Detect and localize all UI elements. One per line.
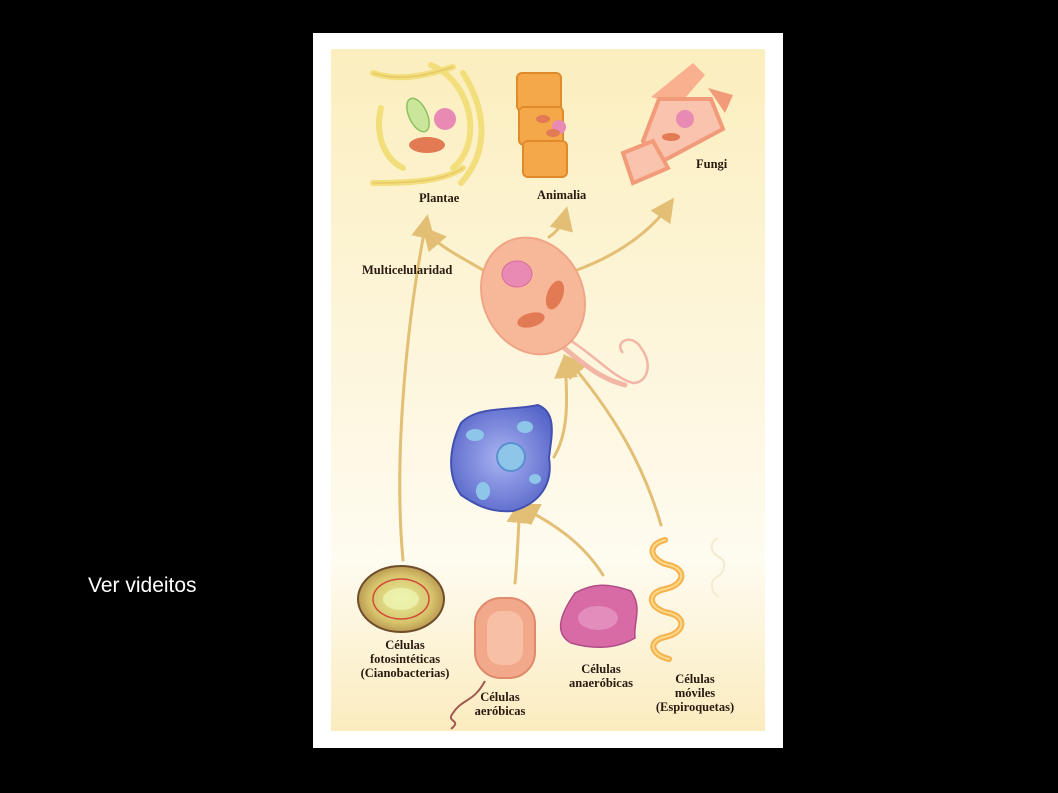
- plant-cell-illustration: [370, 62, 485, 186]
- label-multicelularidad: Multicelularidad: [362, 263, 453, 277]
- eukaryote-cell-illustration: [480, 236, 649, 388]
- arrow-spirochete-to-eukaryote: [563, 354, 663, 527]
- label-plantae: Plantae: [419, 191, 460, 205]
- label-celulas-aerobicas: Células aeróbicas: [474, 690, 526, 718]
- arrow-to-fungi: [575, 197, 675, 272]
- label-celulas-moviles: Células móviles (Espiroquetas): [655, 672, 735, 714]
- anaerobic-cell-illustration: [559, 584, 638, 649]
- label-celulas-fotosinteticas: Células fotosintéticas (Cianobacterias): [360, 638, 450, 680]
- evolution-diagram-panel: Plantae Animalia Fungi Multicelularidad …: [313, 33, 783, 748]
- label-animalia: Animalia: [537, 188, 587, 202]
- blue-cell-illustration: [450, 403, 553, 513]
- arrow-to-animalia: [547, 206, 573, 239]
- arrow-anaerobic-to-blue: [514, 503, 605, 577]
- fungi-cells-illustration: [620, 63, 733, 186]
- label-celulas-anaerobicas: Células anaeróbicas: [569, 662, 633, 690]
- animal-cells-illustration: [516, 72, 568, 178]
- arrow-cyano-to-plantae: [398, 214, 435, 562]
- aerobic-cell-illustration: [450, 597, 536, 730]
- arrow-to-plantae: [422, 226, 490, 275]
- cyanobacteria-illustration: [357, 565, 445, 633]
- spirochete-illustration: [649, 537, 725, 662]
- evolution-arrows: [398, 197, 675, 585]
- label-fungi: Fungi: [696, 157, 728, 171]
- diagram-graphics: [331, 49, 765, 731]
- ver-videitos-link[interactable]: Ver videitos: [88, 574, 197, 597]
